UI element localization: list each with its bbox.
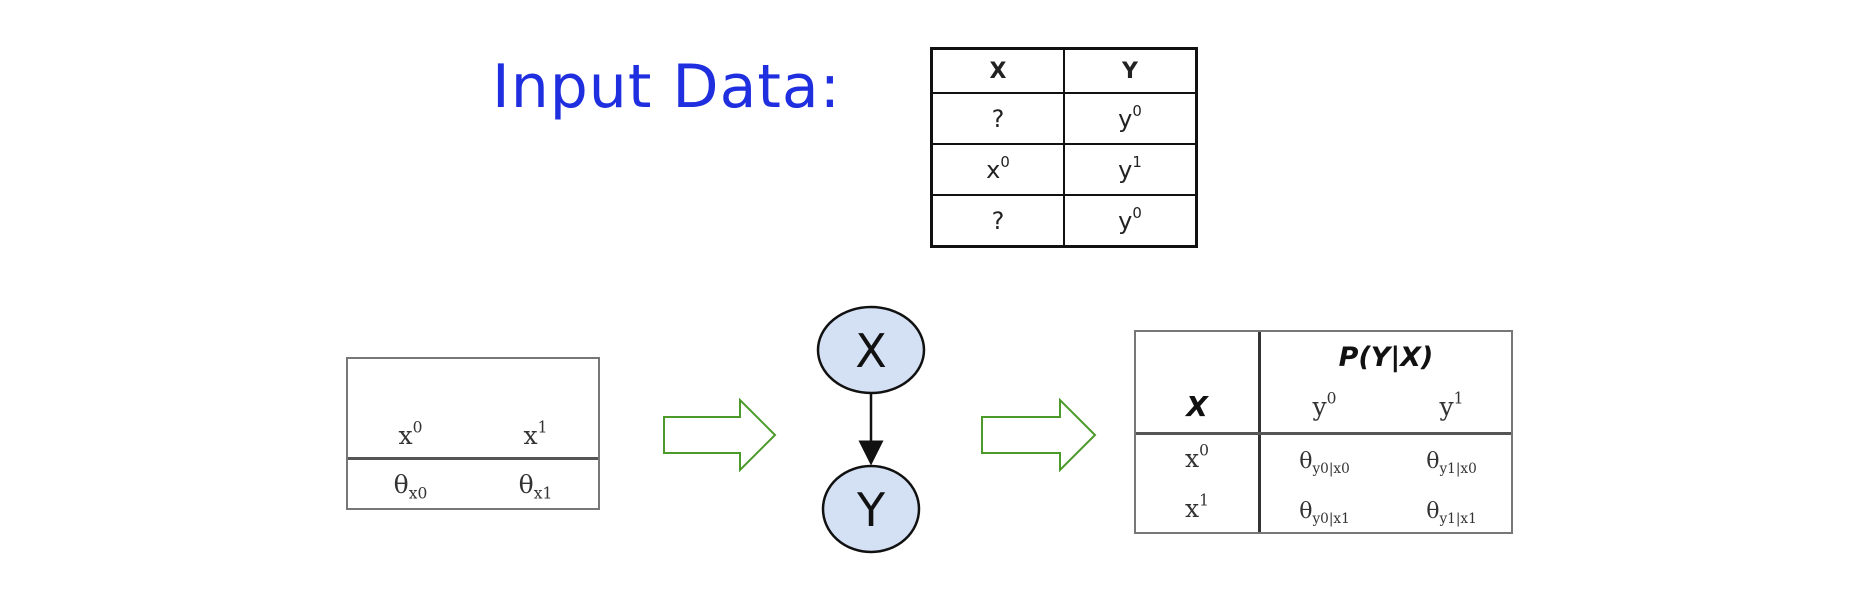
node-y-label: Y bbox=[856, 483, 886, 537]
prior-table-x: x0 x1 θx0 θx1 bbox=[346, 357, 600, 510]
table-cell-x: ? bbox=[930, 194, 1065, 248]
input-data-table: X Y ? y0 x0 y1 ? y0 bbox=[930, 47, 1198, 248]
cpd-col-header-y0: y0 bbox=[1312, 389, 1337, 421]
cpd-row-label-x1: x1 bbox=[1185, 491, 1209, 523]
table-row: ? y0 bbox=[930, 194, 1198, 248]
node-x-label: X bbox=[855, 324, 887, 378]
cpd-table-y-given-x: P(Y|X) X y0 y1 x0 x1 θy0|x0 θy1|x0 θy0|x… bbox=[1134, 330, 1513, 534]
input-data-title: Input Data: bbox=[492, 52, 841, 122]
cpd-row-header: X bbox=[1186, 390, 1208, 423]
cpd-horizontal-divider bbox=[1136, 432, 1511, 435]
right-arrow-icon bbox=[981, 397, 1097, 473]
column-header-y: Y bbox=[1063, 47, 1198, 94]
prior-header-row: x0 x1 bbox=[348, 418, 598, 450]
cpd-row-label-x0: x0 bbox=[1185, 441, 1209, 473]
prior-header-x1: x1 bbox=[523, 418, 548, 450]
node-y: Y bbox=[821, 464, 921, 554]
cpd-title: P(Y|X) bbox=[1338, 342, 1434, 373]
table-cell-y: y0 bbox=[1063, 92, 1198, 145]
cpd-col-header-y1: y1 bbox=[1439, 389, 1464, 421]
right-arrow-icon bbox=[663, 397, 777, 473]
table-row: x0 y1 bbox=[930, 143, 1198, 196]
node-x: X bbox=[816, 305, 926, 395]
table-cell-x: x0 bbox=[930, 143, 1065, 196]
table-cell-y: y0 bbox=[1063, 194, 1198, 248]
prior-value-row: θx0 θx1 bbox=[348, 470, 598, 503]
column-header-x: X bbox=[930, 47, 1065, 94]
cpd-cell: θy0|x0 bbox=[1299, 449, 1350, 477]
cpd-cell: θy1|x1 bbox=[1426, 499, 1477, 527]
table-row: ? y0 bbox=[930, 92, 1198, 145]
table-cell-x: ? bbox=[930, 92, 1065, 145]
cpd-cell: θy0|x1 bbox=[1299, 499, 1350, 527]
table-header-row: X Y bbox=[930, 47, 1198, 94]
table-cell-y: y1 bbox=[1063, 143, 1198, 196]
cpd-cell: θy1|x0 bbox=[1426, 449, 1477, 477]
prior-theta-x1: θx1 bbox=[518, 470, 553, 503]
prior-divider bbox=[348, 457, 598, 460]
prior-theta-x0: θx0 bbox=[393, 470, 428, 503]
prior-header-x0: x0 bbox=[398, 418, 423, 450]
